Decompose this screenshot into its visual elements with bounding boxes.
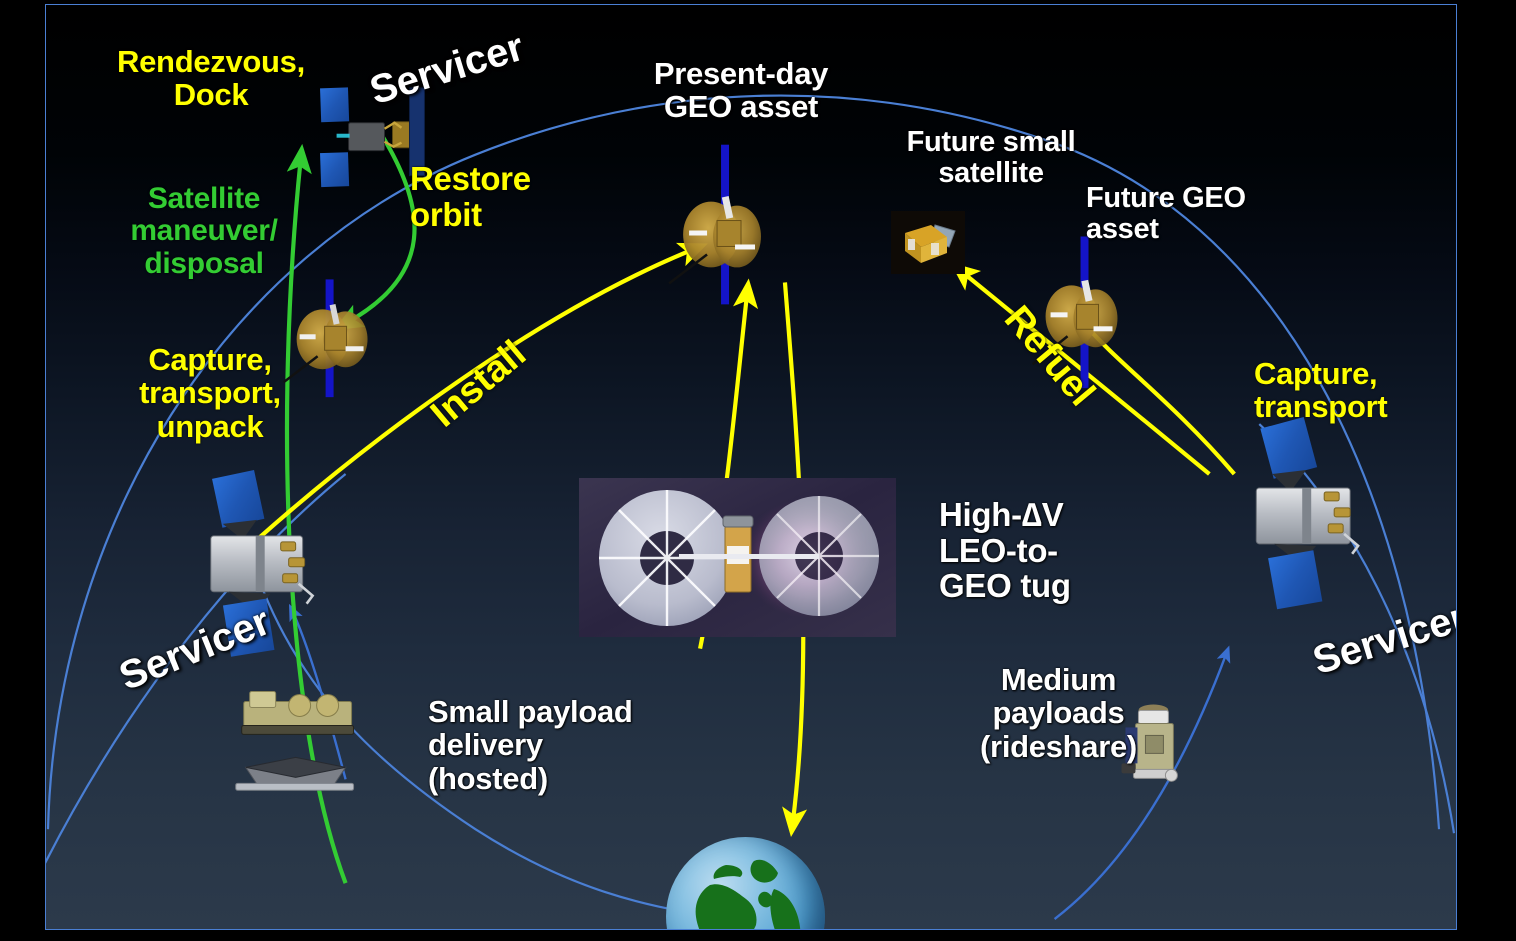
servicer-spacecraft-right xyxy=(1255,417,1360,610)
orbit-and-arrow-layer xyxy=(46,94,1456,921)
small-satellite-thumbnail xyxy=(891,211,965,274)
geo-satellite-left xyxy=(282,279,368,398)
yellow-arrow-install-to-geo-asset xyxy=(254,242,708,543)
label-medium-payloads: Medium payloads (rideshare) xyxy=(980,662,1137,764)
label-rendezvous-dock: Rendezvous, Dock xyxy=(117,44,305,113)
servicer-spacecraft-left xyxy=(210,469,315,657)
leo-to-geo-tug-thumbnail xyxy=(579,478,896,637)
blue-arrow-to-left-servicer xyxy=(288,603,347,780)
label-capture-transport-unpack: Capture, transport, unpack xyxy=(139,342,281,444)
diagram-frame: Rendezvous, Dock Servicer Restore orbit … xyxy=(45,4,1457,930)
green-arrow-down-restore-orbit xyxy=(333,133,417,331)
label-present-day-geo-asset: Present-day GEO asset xyxy=(653,56,829,125)
blue-arrow-to-right-servicer xyxy=(1053,645,1231,920)
blue-transfer-orbit-left-lower xyxy=(262,591,736,921)
geo-orbit-ellipse xyxy=(46,94,1441,830)
label-satellite-maneuver-disposal: Satellite maneuver/ disposal xyxy=(130,182,278,280)
servicer-docked-with-client-satellite xyxy=(320,87,425,188)
hosted-payload-pallets xyxy=(235,691,355,791)
label-high-dv-tug: High-∆V LEO-to- GEO tug xyxy=(939,496,1071,605)
label-restore-orbit: Restore orbit xyxy=(410,160,531,233)
label-future-geo-asset: Future GEO asset xyxy=(1086,182,1246,246)
spacecraft-layer xyxy=(210,87,1360,791)
blue-transfer-orbit-left xyxy=(46,473,347,864)
geo-satellite-present-day xyxy=(668,144,761,305)
label-small-payload-delivery: Small payload delivery (hosted) xyxy=(428,694,633,796)
label-future-small-satellite: Future small satellite xyxy=(906,126,1076,190)
label-capture-transport: Capture, transport xyxy=(1254,356,1388,425)
yellow-arrow-to-small-satellite xyxy=(950,262,1211,476)
geo-satellite-future xyxy=(1031,236,1118,389)
rideshare-payload-spacecraft xyxy=(1121,704,1178,782)
